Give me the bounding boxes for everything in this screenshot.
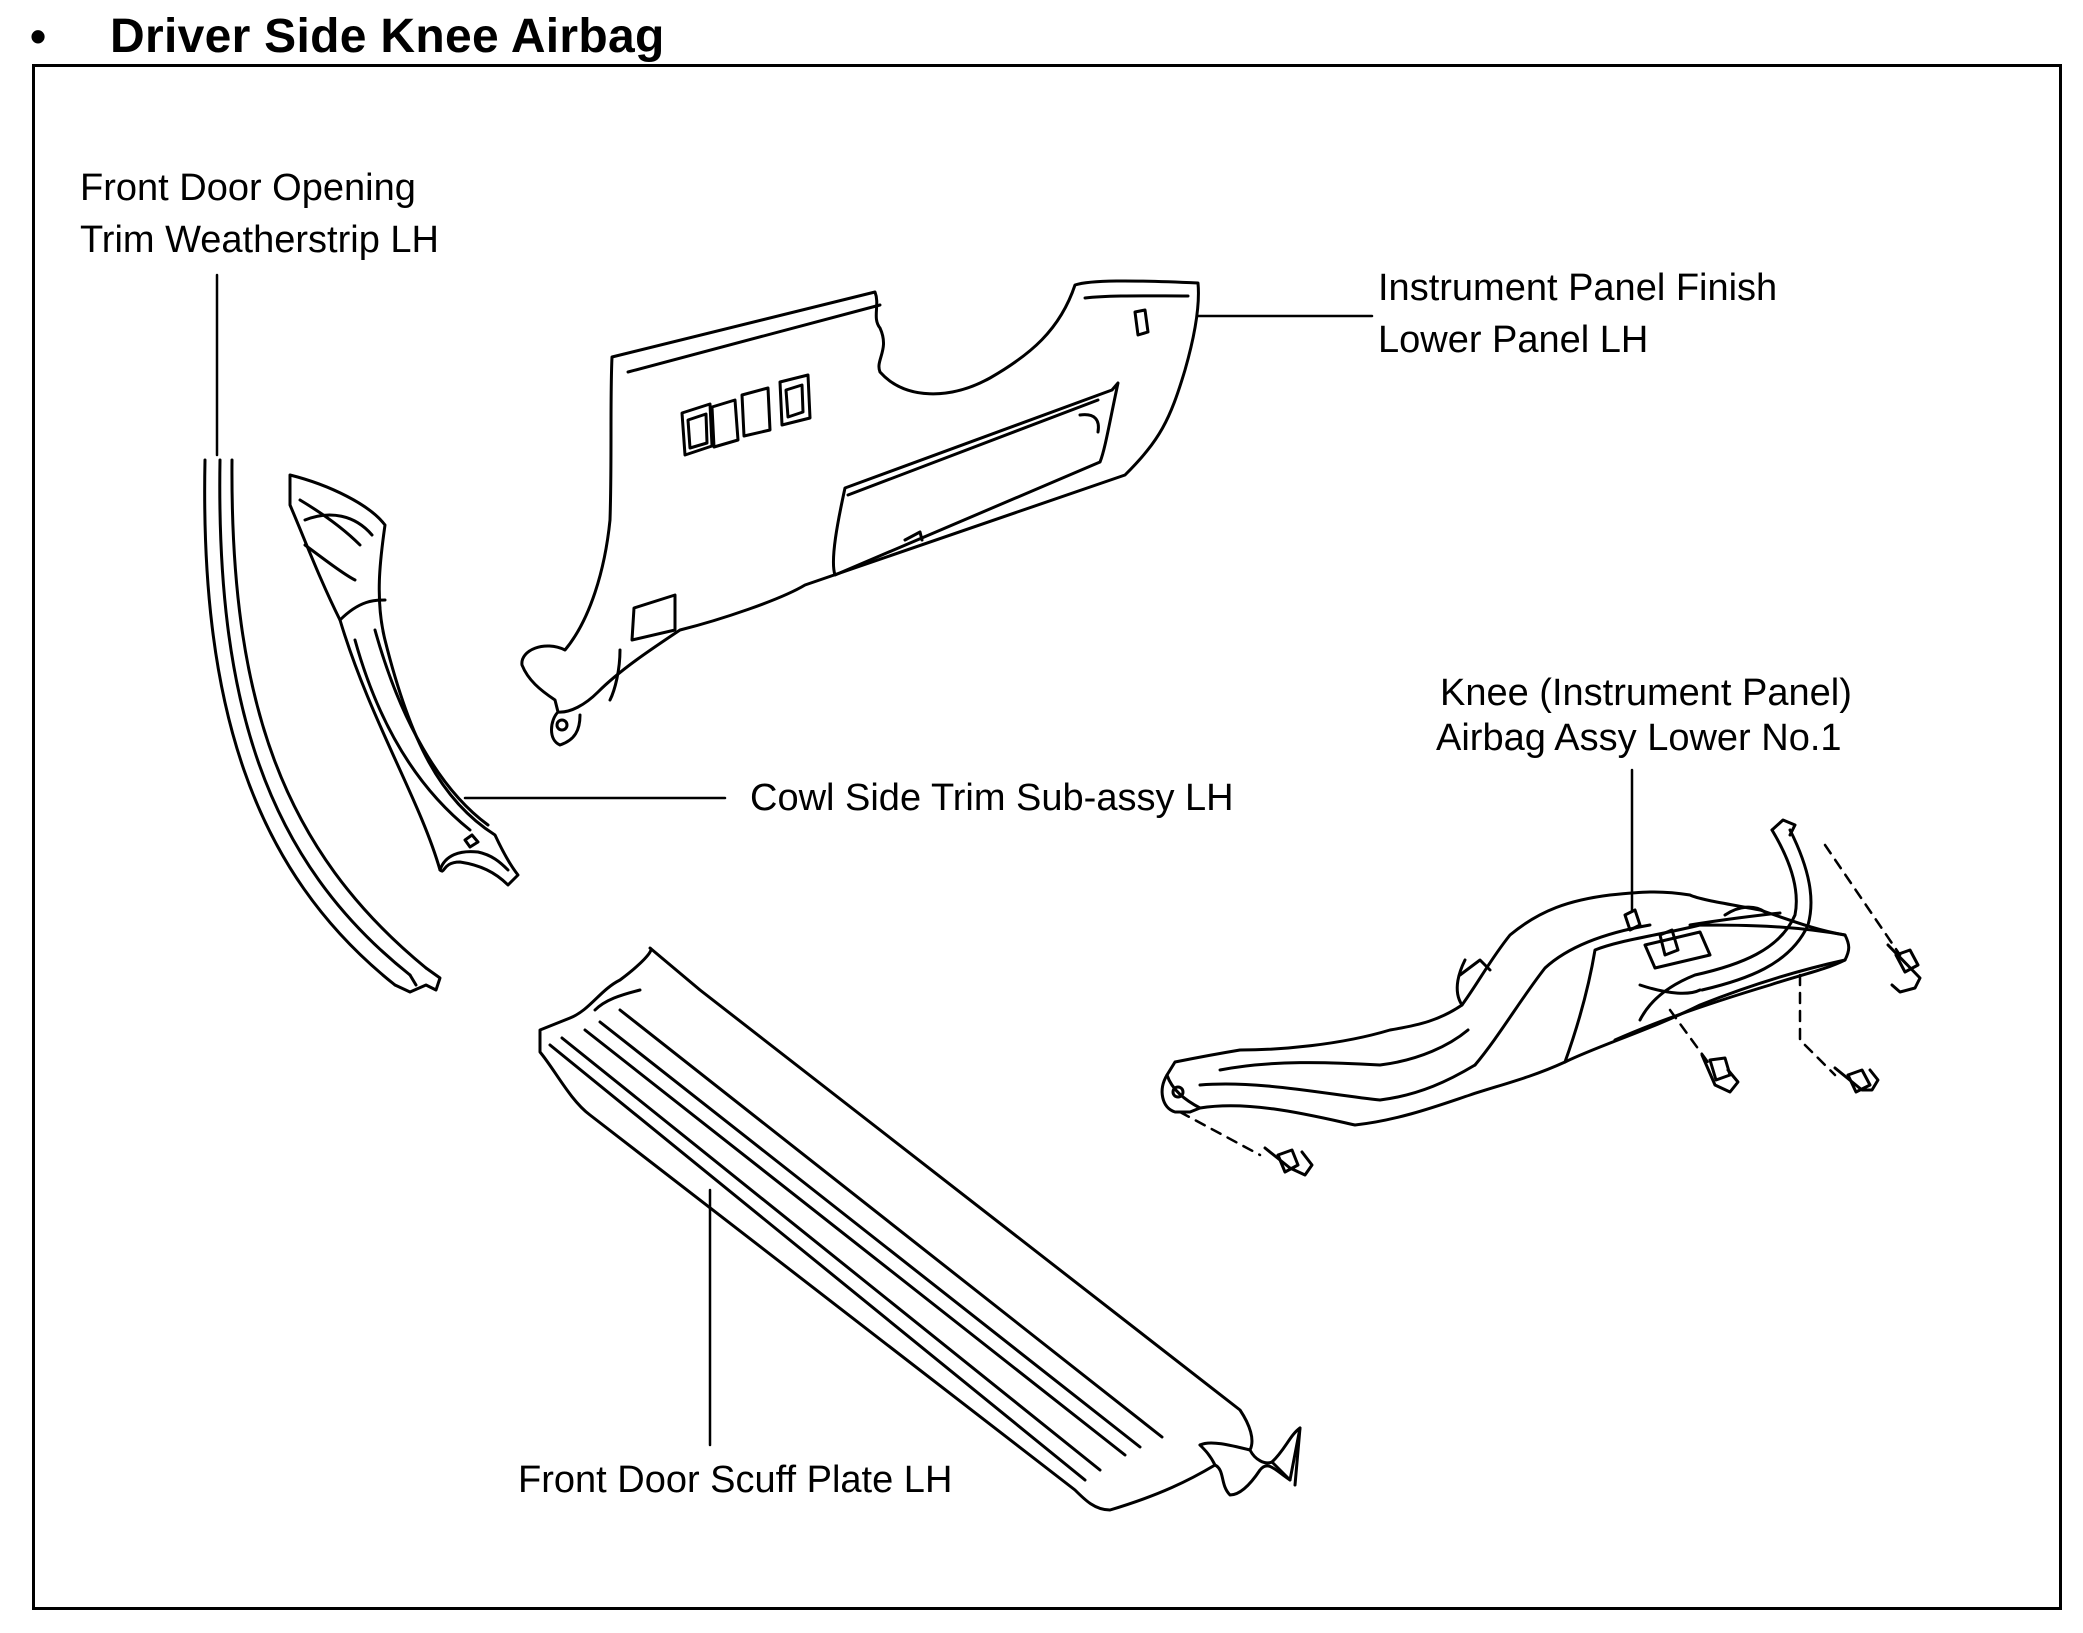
scuff-plate-part bbox=[538, 946, 1302, 1512]
bullet: • bbox=[30, 10, 47, 62]
page-title: Driver Side Knee Airbag bbox=[110, 9, 665, 63]
finish-lower-panel-part bbox=[520, 279, 1200, 747]
finish-panel-label-line2: Lower Panel LH bbox=[1378, 319, 1648, 361]
knee-airbag-label-line2: Airbag Assy Lower No.1 bbox=[1436, 717, 1842, 759]
cowl-side-trim-part bbox=[288, 473, 520, 887]
weatherstrip-label-line1: Front Door Opening bbox=[80, 167, 416, 209]
cowl-trim-label: Cowl Side Trim Sub-assy LH bbox=[750, 777, 1234, 819]
knee-airbag-part bbox=[1160, 818, 1851, 1127]
switch-openings bbox=[680, 373, 812, 457]
finish-panel-label-line1: Instrument Panel Finish bbox=[1378, 267, 1777, 309]
diagram-frame bbox=[32, 64, 2062, 1610]
knee-airbag-label-line1: Knee (Instrument Panel) bbox=[1440, 672, 1852, 714]
page-header: • Driver Side Knee Airbag bbox=[30, 6, 665, 66]
weatherstrip-label-line2: Trim Weatherstrip LH bbox=[80, 219, 439, 261]
scuff-plate-label: Front Door Scuff Plate LH bbox=[518, 1459, 952, 1501]
airbag-mount-bracket bbox=[1638, 818, 1813, 1022]
weatherstrip-part bbox=[203, 458, 442, 994]
mounting-bolts bbox=[1178, 843, 1922, 1177]
